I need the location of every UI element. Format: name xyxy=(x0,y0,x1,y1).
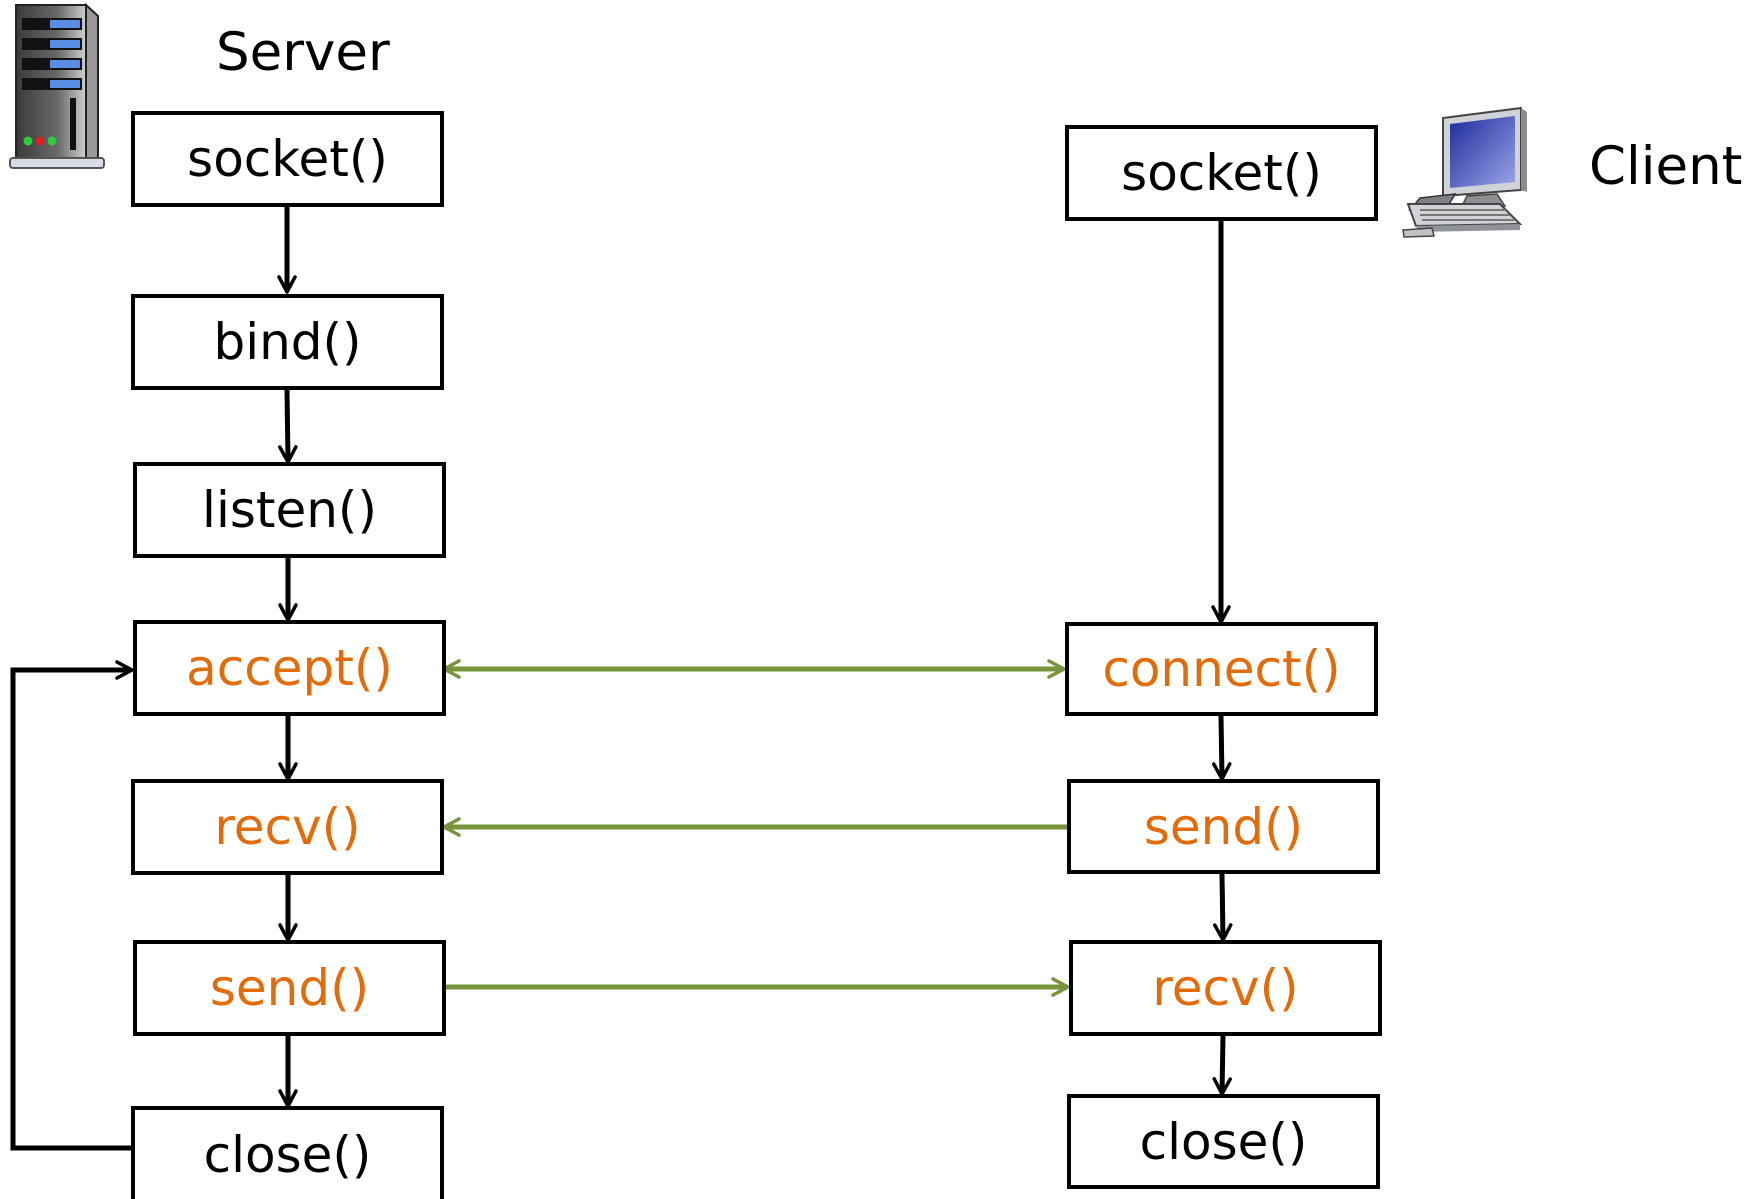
server-step-bind: bind() xyxy=(131,294,444,390)
client-step-close: close() xyxy=(1067,1094,1380,1189)
arrow-client-send-to-recv xyxy=(1213,873,1233,942)
server-step-listen: listen() xyxy=(133,462,446,558)
server-step-recv: recv() xyxy=(131,779,444,875)
client-step-recv: recv() xyxy=(1069,940,1382,1036)
arrow-client-recv-to-close xyxy=(1212,1035,1232,1096)
server-title: Server xyxy=(216,22,390,83)
server-step-socket: socket() xyxy=(131,111,444,207)
client-step-socket: socket() xyxy=(1065,125,1378,221)
client-title: Client xyxy=(1589,136,1743,197)
arrow-server-loop-close-to-accept xyxy=(10,660,137,1151)
server-tower-icon xyxy=(9,2,105,169)
server-step-close: close() xyxy=(131,1106,444,1199)
client-step-send: send() xyxy=(1067,779,1380,874)
server-step-accept: accept() xyxy=(133,620,446,716)
arrow-client-connect-to-send xyxy=(1212,715,1232,781)
arrow-server-bind-to-listen xyxy=(278,389,298,464)
client-step-connect: connect() xyxy=(1065,622,1378,716)
server-step-send: send() xyxy=(133,940,446,1036)
desktop-computer-icon xyxy=(1402,106,1527,238)
